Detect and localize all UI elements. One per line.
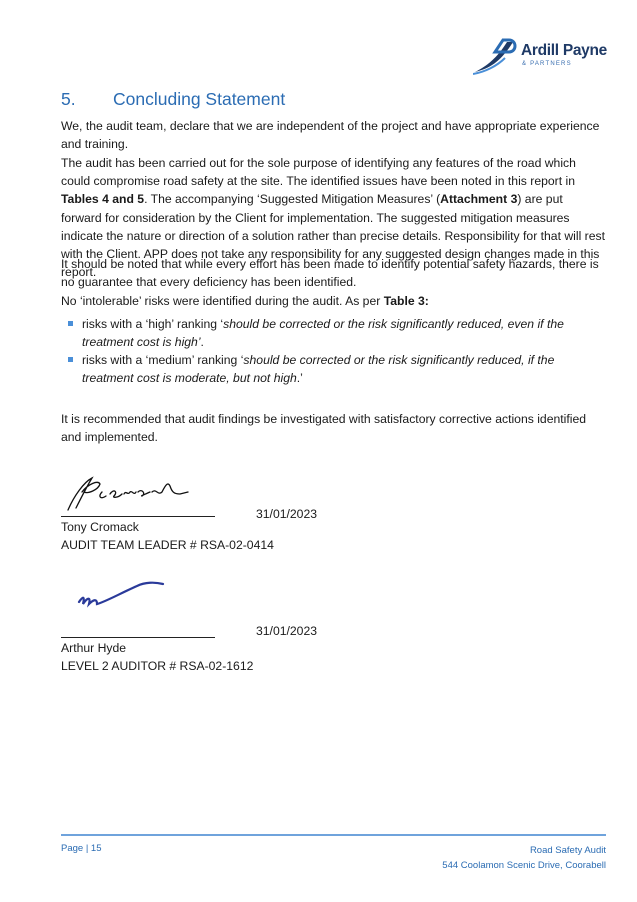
section-heading: 5. Concluding Statement bbox=[61, 89, 285, 110]
logo-subtitle: & PARTNERS bbox=[522, 61, 572, 67]
signature-line bbox=[61, 516, 215, 517]
section-number: 5. bbox=[61, 89, 76, 109]
footer-address: 544 Coolamon Scenic Drive, Coorabell bbox=[442, 860, 606, 871]
page-number: Page | 15 bbox=[61, 843, 102, 854]
logo-mark-icon bbox=[473, 38, 517, 75]
signature-date: 31/01/2023 bbox=[256, 624, 317, 638]
list-item-high-risk: risks with a ‘high’ ranking ‘should be c… bbox=[68, 315, 606, 351]
signature-tony-cromack bbox=[67, 476, 189, 511]
paragraph-disclaimer: It should be noted that while every effo… bbox=[61, 257, 599, 290]
signatory-role: LEVEL 2 AUDITOR # RSA-02-1612 bbox=[61, 658, 254, 673]
signatory-block: Arthur Hyde LEVEL 2 AUDITOR # RSA-02-161… bbox=[61, 640, 253, 675]
signatory-name: Arthur Hyde bbox=[61, 641, 127, 655]
paragraph-risks: No ‘intolerable’ risks were identified d… bbox=[61, 294, 429, 308]
bullet-icon bbox=[68, 357, 73, 362]
company-logo: Ardill Payne & PARTNERS bbox=[473, 36, 607, 76]
signature-arthur-hyde bbox=[77, 581, 165, 608]
signatory-name: Tony Cromack bbox=[61, 520, 139, 534]
signature-line bbox=[61, 637, 215, 638]
signature-date: 31/01/2023 bbox=[256, 507, 317, 521]
footer-doc-title: Road Safety Audit bbox=[529, 845, 606, 856]
footer-divider bbox=[61, 834, 606, 836]
bullet-icon bbox=[68, 321, 73, 326]
list-item-medium-risk: risks with a ‘medium’ ranking ‘should be… bbox=[68, 351, 606, 387]
paragraph-purpose: The audit has been carried out for the s… bbox=[61, 156, 605, 280]
logo-name: Ardill Payne bbox=[521, 42, 607, 59]
footer-document-info: Road Safety Audit 544 Coolamon Scenic Dr… bbox=[442, 843, 606, 873]
signatory-block: Tony Cromack AUDIT TEAM LEADER # RSA-02-… bbox=[61, 519, 274, 554]
paragraph-independence: We, the audit team, declare that we are … bbox=[61, 119, 600, 152]
signatory-role: AUDIT TEAM LEADER # RSA-02-0414 bbox=[61, 537, 274, 552]
section-title: Concluding Statement bbox=[113, 89, 286, 109]
paragraph-recommendation: It is recommended that audit findings be… bbox=[61, 412, 587, 445]
